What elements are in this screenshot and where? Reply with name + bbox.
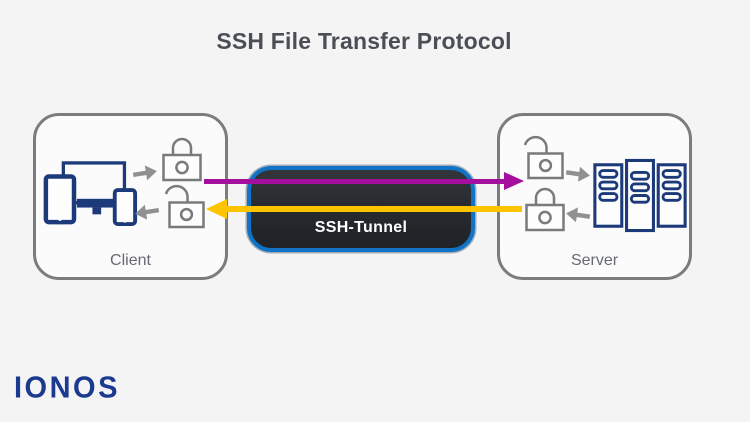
arrow-right-icon: [565, 166, 590, 182]
client-padlock-locked-icon: [162, 137, 202, 182]
arrow-left-icon: [135, 204, 160, 220]
client-padlock-unlocked-icon: [164, 184, 205, 229]
server-padlock-locked-icon: [525, 187, 565, 232]
server-rack-icon: [593, 158, 687, 233]
client-devices-icon: [43, 161, 138, 226]
flow-arrow-client-to-server: [204, 179, 506, 184]
arrow-right-icon: [132, 165, 157, 181]
diagram-title: SSH File Transfer Protocol: [216, 28, 512, 54]
server-padlock-unlocked-icon: [523, 135, 564, 180]
ssh-tunnel-label: SSH-Tunnel: [314, 219, 408, 236]
server-label: Server: [570, 252, 619, 269]
flow-arrow-server-to-client: [226, 206, 522, 212]
ionos-logo: IONOS: [14, 371, 120, 405]
arrow-left-icon: [566, 207, 591, 223]
flow-arrowhead-right-icon: [504, 172, 524, 190]
flow-arrowhead-left-icon: [206, 199, 227, 219]
client-label: Client: [110, 252, 151, 269]
